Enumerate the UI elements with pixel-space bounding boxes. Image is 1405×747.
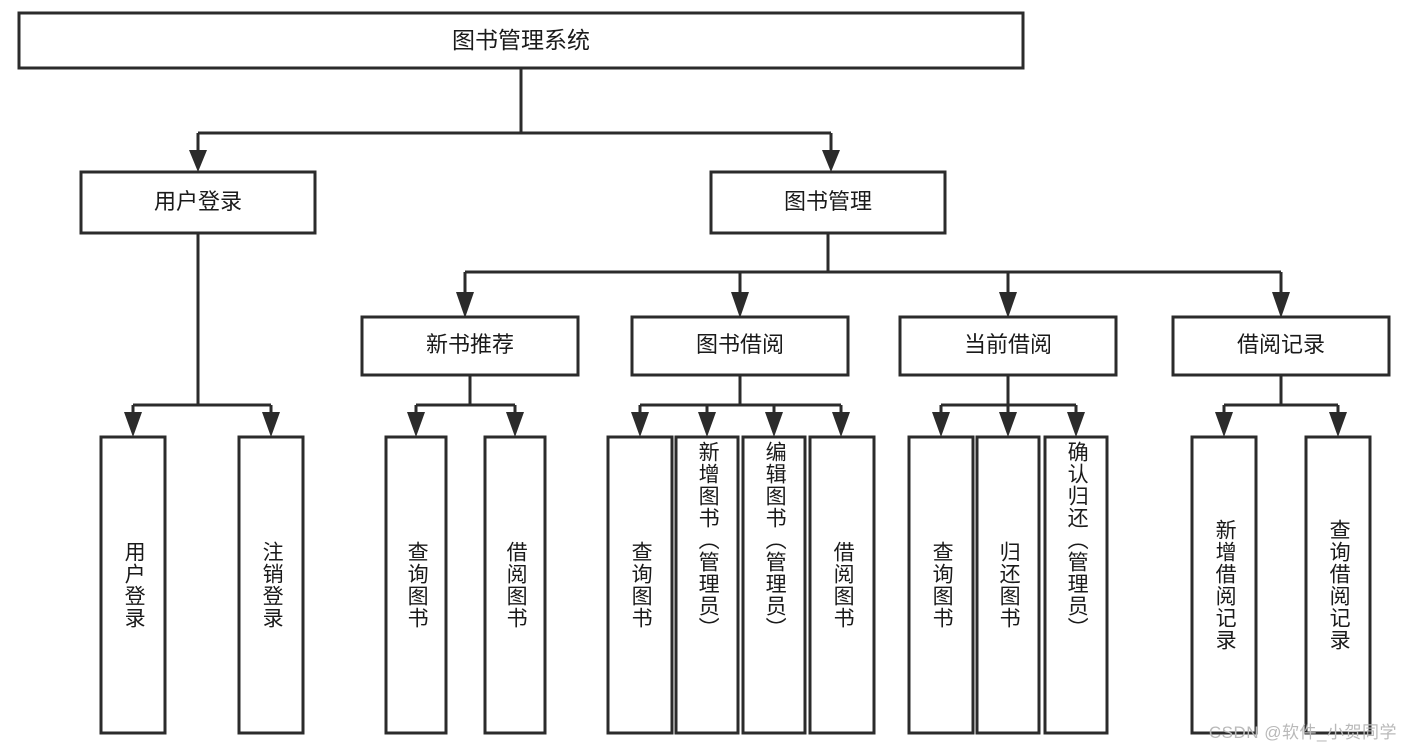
node-user-login-box[interactable] (79, 170, 317, 235)
node-leaf-add-record-box[interactable] (1190, 435, 1258, 735)
arrow-head-borrow-record (1272, 292, 1290, 318)
node-borrow-record-label: 借阅记录 (1237, 332, 1325, 357)
node-root-label: 图书管理系统 (452, 27, 590, 53)
node-borrow-record-box[interactable] (1171, 315, 1391, 377)
node-root-box[interactable] (17, 11, 1025, 70)
node-new-book-rec-label: 新书推荐 (426, 332, 514, 357)
node-leaf-edit-book-box[interactable] (741, 435, 807, 735)
node-leaf-query-book-2-box[interactable] (606, 435, 674, 735)
node-current-borrow[interactable]: 当前借阅 (898, 315, 1118, 377)
arrow-head-leaf-query-book-3 (932, 412, 950, 437)
arrow-head-leaf-edit-book (765, 412, 783, 437)
node-user-login[interactable]: 用户登录 (79, 170, 317, 235)
arrow-head-leaf-return-book (999, 412, 1017, 437)
node-leaf-query-record-box[interactable] (1304, 435, 1372, 735)
node-book-manage[interactable]: 图书管理 (709, 170, 947, 235)
node-leaf-borrow-book-2-box[interactable] (808, 435, 876, 735)
node-leaf-logout-box[interactable] (237, 435, 305, 735)
arrow-head-book-manage (822, 150, 840, 172)
node-user-login-label: 用户登录 (154, 189, 242, 214)
connector-group-new-book-rec-leaves (407, 375, 524, 437)
node-book-borrow-box[interactable] (630, 315, 850, 377)
arrow-head-leaf-query-book-1 (407, 412, 425, 437)
node-book-manage-box[interactable] (709, 170, 947, 235)
node-leaf-borrow-book-1-box[interactable] (483, 435, 547, 735)
node-current-borrow-label: 当前借阅 (964, 332, 1052, 357)
node-new-book-rec-box[interactable] (360, 315, 580, 377)
node-borrow-record[interactable]: 借阅记录 (1171, 315, 1391, 377)
arrow-head-book-borrow (731, 292, 749, 318)
node-leaf-add-book-box[interactable] (674, 435, 740, 735)
node-root[interactable]: 图书管理系统 (17, 11, 1025, 70)
connector-group-user-login-leaves (124, 233, 280, 437)
arrow-head-leaf-query-book-2 (631, 412, 649, 437)
node-new-book-rec[interactable]: 新书推荐 (360, 315, 580, 377)
arrow-head-new-book-rec (456, 292, 474, 318)
connector-group-book-manage (456, 233, 1290, 318)
node-current-borrow-box[interactable] (898, 315, 1118, 377)
arrow-head-leaf-add-record (1215, 412, 1233, 437)
csdn-watermark: CSDN @软件_小贺同学 (1208, 723, 1397, 742)
node-leaf-query-book-3-box[interactable] (907, 435, 975, 735)
node-book-borrow[interactable]: 图书借阅 (630, 315, 850, 377)
connector-group-root (189, 68, 840, 172)
arrow-head-leaf-logout (262, 412, 280, 437)
arrow-head-leaf-add-book (698, 412, 716, 437)
arrow-head-current-borrow (999, 292, 1017, 318)
node-leaf-user-login-box[interactable] (99, 435, 167, 735)
arrow-head-leaf-confirm-return (1067, 412, 1085, 437)
arrow-head-user-login (189, 150, 207, 172)
node-book-borrow-label: 图书借阅 (696, 332, 784, 357)
connector-group-book-borrow-leaves (631, 375, 850, 437)
arrow-head-leaf-user-login (124, 412, 142, 437)
node-leaf-confirm-return-box[interactable] (1043, 435, 1109, 735)
leaf-boxes-group (99, 435, 1372, 735)
connector-group-current-borrow-leaves (932, 375, 1085, 437)
node-leaf-query-book-1-box[interactable] (384, 435, 448, 735)
arrow-head-leaf-query-record (1329, 412, 1347, 437)
arrow-head-leaf-borrow-book-1 (506, 412, 524, 437)
node-leaf-return-book-box[interactable] (975, 435, 1041, 735)
node-book-manage-label: 图书管理 (784, 189, 872, 214)
arrow-head-leaf-borrow-book-2 (832, 412, 850, 437)
connector-group-borrow-record-leaves (1215, 375, 1347, 437)
